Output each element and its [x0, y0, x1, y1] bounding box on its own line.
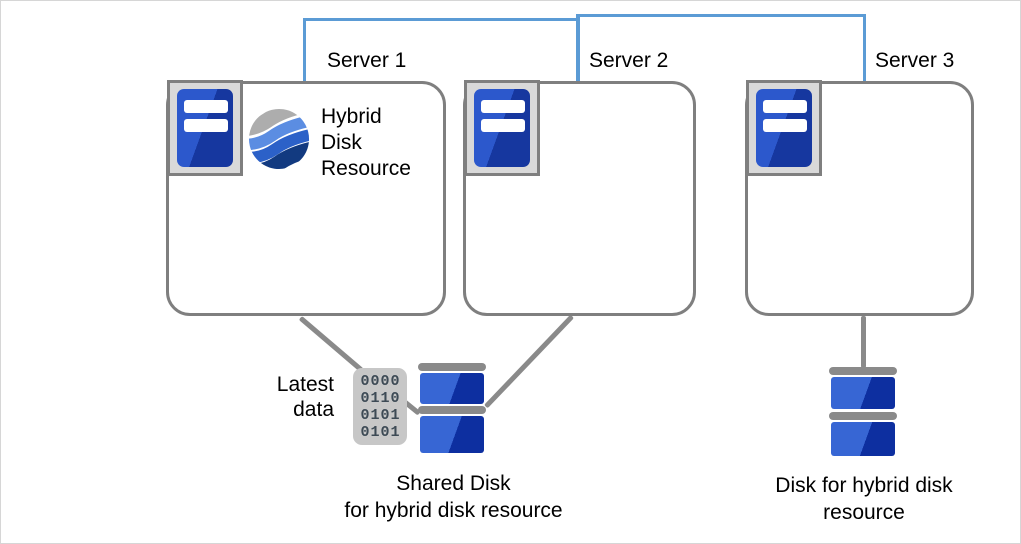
server-front-panel	[474, 89, 530, 167]
server-slot-bar	[481, 100, 525, 113]
disk-platter-bar	[829, 367, 897, 375]
disk-platter-bar	[829, 412, 897, 420]
hybrid-disk-resource-icon	[248, 108, 310, 170]
network-line-s3-drop	[863, 14, 866, 82]
binary-row: 0000	[360, 372, 401, 390]
hybrid-disk-resource-label: Hybrid Disk Resource	[321, 105, 411, 180]
server1-label: Server 1	[327, 49, 407, 72]
shared-disk-icon	[418, 363, 486, 453]
disk-platter-bar	[418, 363, 486, 371]
server-tower-icon	[464, 80, 540, 176]
latest-data-label: Latest data	[276, 373, 334, 421]
server3-label: Server 3	[875, 49, 955, 72]
connector-server3-disk	[861, 316, 866, 368]
shared-disk-caption: Shared Disk for hybrid disk resource	[344, 472, 563, 522]
server-slot-bar	[184, 100, 228, 113]
network-line-s2-drop	[576, 14, 580, 82]
disk-platter-bar	[418, 406, 486, 414]
network-line-s2-s3-horizontal	[578, 14, 866, 17]
connector-server1-shared-disk	[298, 316, 364, 373]
network-line-s1-s2-left-drop	[303, 18, 306, 82]
server-slot-bar	[763, 100, 807, 113]
network-line-s1-s2-horizontal	[303, 18, 579, 21]
disk-body	[831, 422, 895, 456]
server-slot-bar	[763, 119, 807, 132]
server-front-panel	[177, 89, 233, 167]
binary-row: 0101	[360, 423, 401, 441]
server-tower-icon	[167, 80, 243, 176]
connector-server2-shared-disk	[484, 314, 574, 409]
server-tower-icon	[746, 80, 822, 176]
server-front-panel	[756, 89, 812, 167]
binary-data-icon: 0000 0110 0101 0101	[353, 368, 407, 445]
server-slot-bar	[184, 119, 228, 132]
binary-row: 0101	[360, 406, 401, 424]
binary-row: 0110	[360, 389, 401, 407]
hybrid-disk-icon	[829, 367, 897, 457]
disk-body	[420, 373, 484, 404]
disk-body	[831, 377, 895, 409]
server-slot-bar	[481, 119, 525, 132]
disk-body	[420, 416, 484, 453]
server2-label: Server 2	[589, 49, 669, 72]
hybrid-disk-caption: Disk for hybrid disk resource	[775, 474, 953, 524]
